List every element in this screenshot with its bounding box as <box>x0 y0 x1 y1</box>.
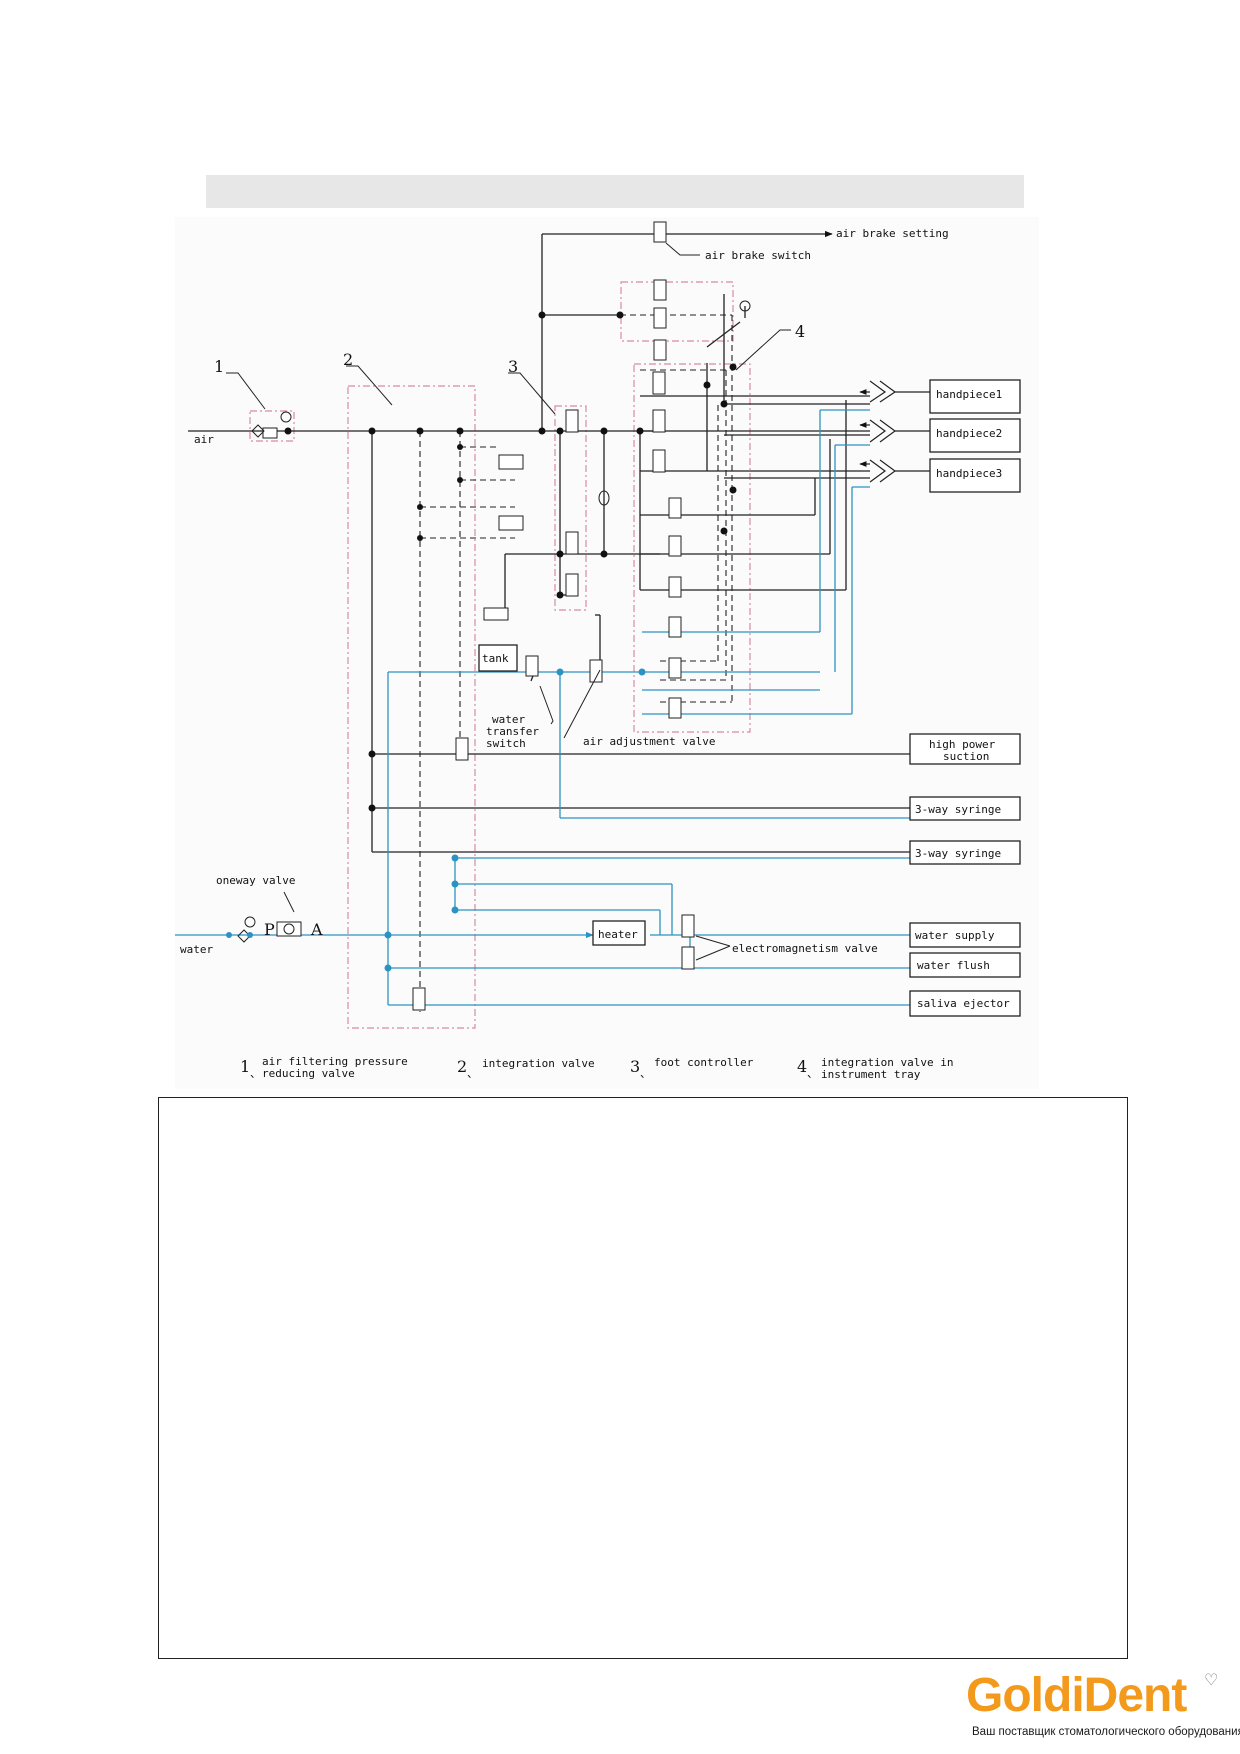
legend-1-separator: 、 <box>250 1067 261 1080</box>
label-saliva-ejector: saliva ejector <box>917 997 1010 1010</box>
tooth-icon: ♡ <box>1204 1670 1219 1689</box>
label-air-brake-setting: air brake setting <box>836 227 949 240</box>
label-air: air <box>194 433 214 446</box>
label-oneway-valve: oneway valve <box>216 874 295 887</box>
water-supply-box <box>909 922 1021 948</box>
handpiece2-box <box>929 418 1021 453</box>
label-air-adjustment-valve: air adjustment valve <box>583 735 715 748</box>
module-boundaries <box>249 281 751 1029</box>
label-water-supply: water supply <box>915 929 995 942</box>
module-4-boundary <box>633 363 751 733</box>
pressure-gauge <box>280 411 292 423</box>
logo-brand: GoldiDent <box>966 1669 1187 1722</box>
label-3way-syringe-a: 3-way syringe <box>915 803 1001 816</box>
legend-1-line1: air filtering pressure <box>262 1055 408 1068</box>
label-water-flush: water flush <box>917 959 990 972</box>
label-tank: tank <box>482 652 509 665</box>
legend-3-number: 3 <box>630 1057 640 1076</box>
callout-leaders <box>226 242 791 961</box>
air-brake-group-boundary <box>620 281 734 342</box>
water-lines <box>175 409 910 1006</box>
tank-box <box>478 644 518 672</box>
callout-2: 2 <box>343 350 353 369</box>
module-1-boundary <box>249 410 295 442</box>
water-junction-dots <box>226 668 646 972</box>
label-3way-syringe-b: 3-way syringe <box>915 847 1001 860</box>
pilot-lines <box>419 314 733 1012</box>
legend-2-line1: integration valve <box>482 1057 595 1070</box>
callout-3: 3 <box>508 357 518 376</box>
legend-1-number: 1 <box>240 1057 250 1076</box>
legend: 1 、 air filtering pressure reducing valv… <box>240 1055 953 1081</box>
legend-3-separator: 、 <box>640 1067 651 1080</box>
module-3-boundary <box>554 405 587 611</box>
legend-2-number: 2 <box>457 1057 467 1076</box>
label-water-transfer-1: water <box>492 713 525 726</box>
legend-4-line1: integration valve in <box>821 1056 953 1069</box>
logo-tagline: Ваш поставщик стоматологического оборудо… <box>972 1726 1240 1738</box>
label-electromagnetism-valve: electromagnetism valve <box>732 942 878 955</box>
legend-4-number: 4 <box>797 1057 807 1076</box>
high-power-suction-box <box>909 733 1021 765</box>
pressure-gauge <box>739 300 751 312</box>
legend-1-line2: reducing valve <box>262 1067 355 1080</box>
header-band <box>206 175 1024 208</box>
label-water-transfer-2: transfer <box>486 725 539 738</box>
pressure-gauge <box>244 916 256 928</box>
label-handpiece3: handpiece3 <box>936 467 1002 480</box>
callout-1: 1 <box>214 357 224 376</box>
saliva-ejector-box <box>909 990 1021 1017</box>
handpiece3-box <box>929 458 1021 493</box>
handpiece1-box <box>929 379 1021 414</box>
label-handpiece1: handpiece1 <box>936 388 1002 401</box>
junction-dots <box>284 311 737 812</box>
label-port-p: P <box>264 920 275 939</box>
label-water: water <box>180 943 213 956</box>
label-air-brake-switch: air brake switch <box>705 249 811 262</box>
label-high-power-suction-2: suction <box>943 750 989 763</box>
three-way-syringe-b-box <box>909 840 1021 865</box>
label-water-transfer-3: switch <box>486 737 526 750</box>
valve-symbols <box>262 221 695 1011</box>
module-2-boundary <box>347 385 476 1029</box>
callout-4: 4 <box>795 322 805 341</box>
diagram-labels: air brake setting air brake switch air h… <box>180 227 1010 1010</box>
goldident-logo: GoldiDent ♡ Ваш поставщик стоматологичес… <box>960 1668 1240 1748</box>
legend-4-separator: 、 <box>807 1067 818 1080</box>
component-boxes <box>478 379 1021 1017</box>
three-way-syringe-a-box <box>909 796 1021 821</box>
legend-3-line1: foot controller <box>654 1056 754 1069</box>
label-high-power-suction-1: high power <box>929 738 996 751</box>
heater-box <box>592 920 646 946</box>
air-lines <box>188 222 910 853</box>
empty-content-frame <box>158 1097 1128 1659</box>
legend-4-line2: instrument tray <box>821 1068 921 1081</box>
water-flush-box <box>909 952 1021 978</box>
label-handpiece2: handpiece2 <box>936 427 1002 440</box>
handpiece-connectors <box>859 380 930 483</box>
label-heater: heater <box>598 928 638 941</box>
label-port-a: A <box>310 920 323 939</box>
legend-2-separator: 、 <box>467 1067 478 1080</box>
